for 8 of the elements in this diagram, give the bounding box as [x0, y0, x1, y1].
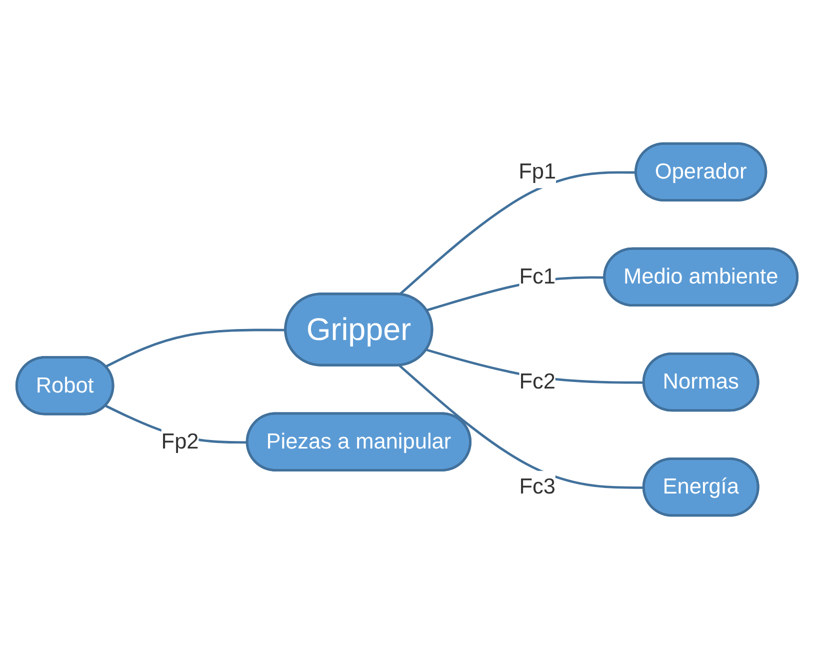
connector [398, 364, 644, 489]
edge-label: Fp1 [518, 159, 556, 184]
edge-label: Fc1 [519, 264, 556, 288]
connector [105, 328, 286, 368]
edge-label: Fc3 [519, 474, 556, 499]
edge-label: Fp2 [161, 429, 199, 454]
edge-label: Fc2 [519, 369, 556, 394]
connector [398, 171, 636, 296]
